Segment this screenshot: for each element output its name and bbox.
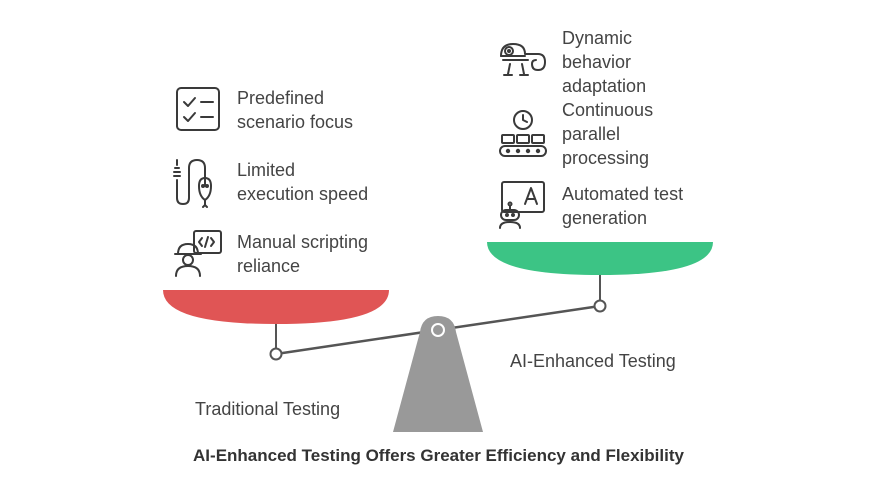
left-side-label: Traditional Testing — [195, 399, 341, 419]
text-line: parallel — [562, 124, 621, 144]
developer-code-icon — [172, 228, 224, 283]
checklist-icon — [174, 85, 222, 138]
fulcrum — [393, 316, 483, 432]
right-pan — [487, 242, 713, 275]
text-line: Limited — [237, 160, 296, 180]
right-pivot — [593, 299, 607, 313]
left-item-3-text: Manual scripting reliance — [237, 230, 368, 278]
chameleon-icon — [498, 38, 548, 85]
text-line: execution speed — [237, 184, 369, 204]
text-line: Manual scripting — [237, 232, 369, 252]
fulcrum-pivot — [431, 323, 445, 337]
text-line: processing — [562, 148, 650, 168]
left-item-1-text: Predefined scenario focus — [237, 86, 353, 134]
robot-generator-icon — [498, 180, 548, 235]
right-item-3-text: Automated test generation — [562, 182, 683, 230]
right-side-label: AI-Enhanced Testing — [510, 351, 676, 371]
text-line: generation — [562, 208, 648, 228]
snake-icon — [172, 156, 224, 213]
right-item-2-text: Continuous parallel processing — [562, 98, 653, 170]
text-line: behavior — [562, 52, 632, 72]
text-line: Dynamic — [562, 28, 633, 48]
left-item-2-text: Limited execution speed — [237, 158, 368, 206]
text-line: Predefined — [237, 88, 325, 108]
conveyor-clock-icon — [498, 108, 548, 163]
diagram-caption: AI-Enhanced Testing Offers Greater Effic… — [193, 446, 684, 465]
left-pivot — [269, 347, 283, 361]
text-line: adaptation — [562, 76, 647, 96]
text-line: Automated test — [562, 184, 684, 204]
left-pan — [163, 290, 389, 324]
text-line: reliance — [237, 256, 301, 276]
text-line: scenario focus — [237, 112, 354, 132]
text-line: Continuous — [562, 100, 654, 120]
right-item-1-text: Dynamic behavior adaptation — [562, 26, 646, 98]
